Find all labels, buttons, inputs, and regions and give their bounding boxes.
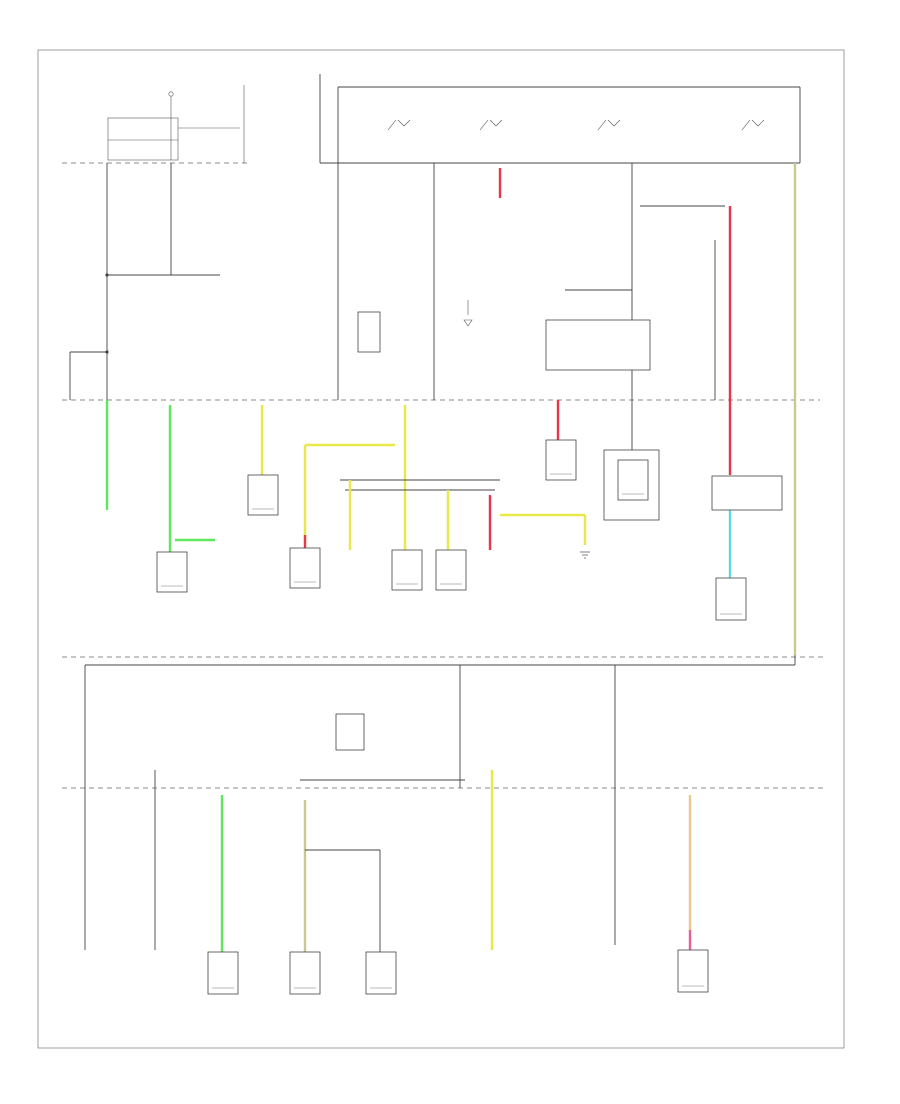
diode-mid bbox=[463, 300, 473, 327]
component-mid-2 bbox=[289, 547, 321, 589]
component-mid-4 bbox=[435, 549, 467, 591]
component-left-1 bbox=[156, 551, 188, 593]
component-layer bbox=[105, 273, 783, 995]
relay-lower bbox=[335, 713, 365, 751]
ignition-switch-box bbox=[319, 74, 801, 164]
component-right-1 bbox=[545, 439, 577, 481]
component-bottom-4 bbox=[677, 949, 709, 993]
component-bottom-3 bbox=[365, 951, 397, 995]
splice-left-bus bbox=[105, 273, 109, 277]
component-mid-1 bbox=[247, 474, 279, 516]
component-bottom-2 bbox=[289, 951, 321, 995]
component-right-2 bbox=[617, 459, 649, 501]
fuse-right bbox=[711, 475, 783, 511]
component-mid-3 bbox=[391, 549, 423, 591]
relay-right bbox=[545, 319, 651, 371]
splice-left bbox=[105, 350, 109, 354]
ground-mid bbox=[580, 551, 590, 559]
fuse-block-top-left bbox=[107, 85, 245, 163]
component-right-3 bbox=[715, 577, 747, 621]
wire-layer bbox=[69, 163, 797, 955]
relay-mid bbox=[357, 311, 381, 353]
diagram-border bbox=[37, 49, 845, 1049]
component-bottom-1 bbox=[207, 951, 239, 995]
